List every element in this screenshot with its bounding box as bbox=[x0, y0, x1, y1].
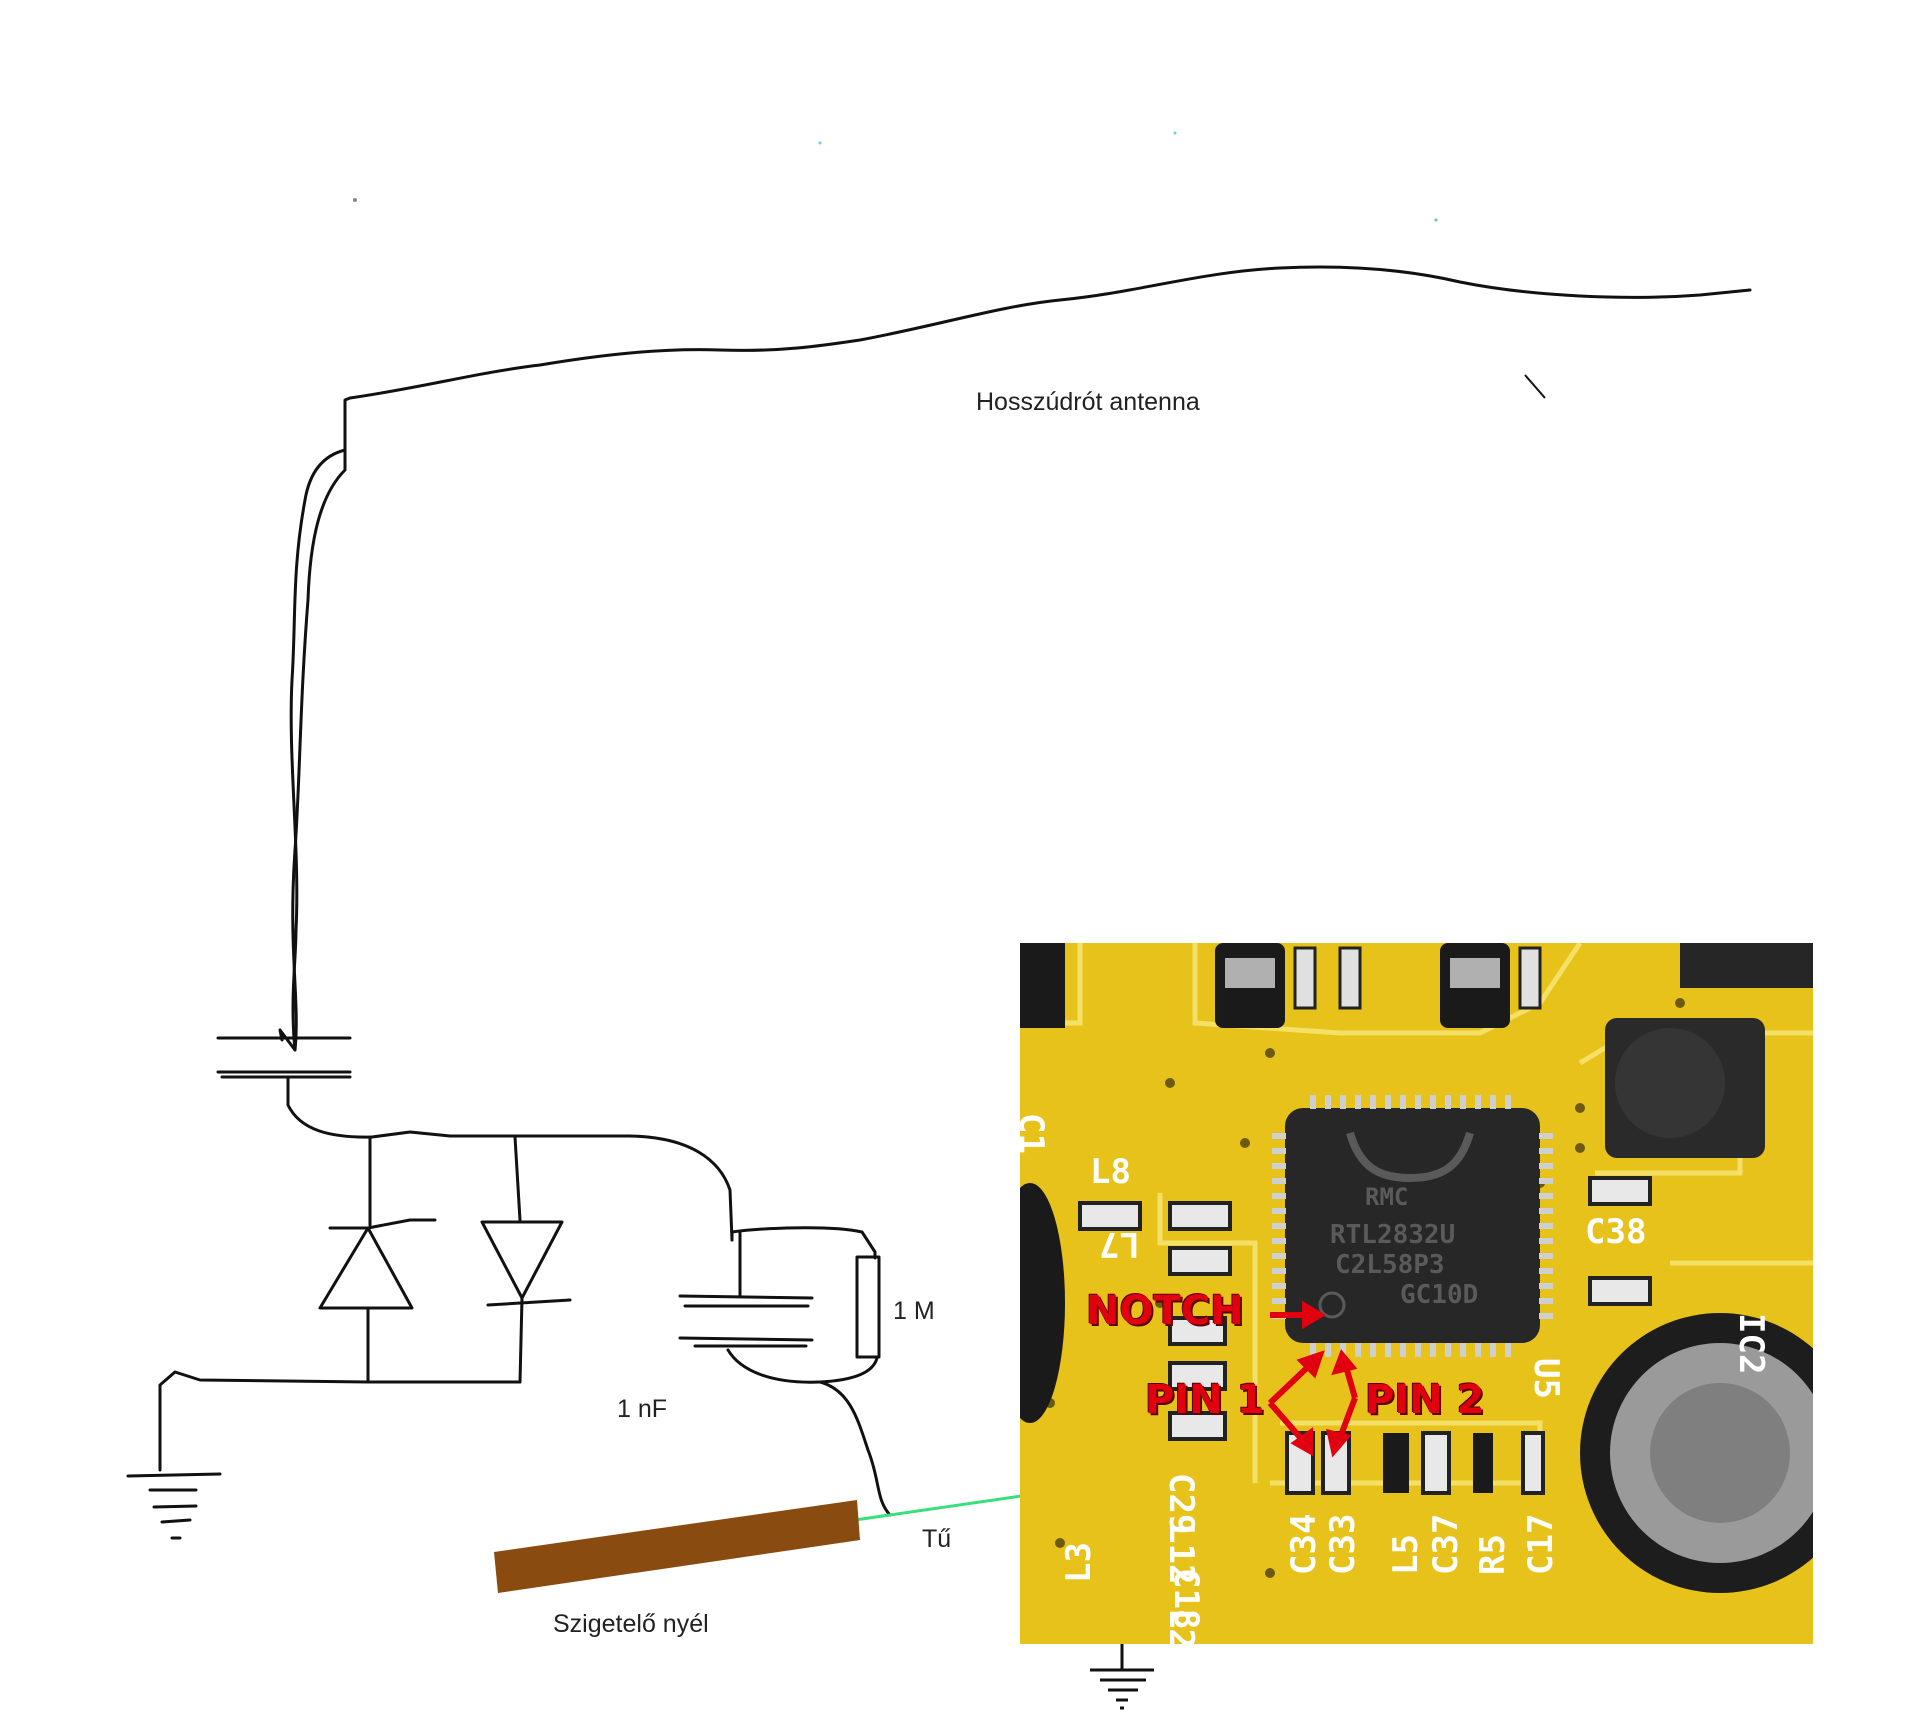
diode-bar bbox=[486, 1298, 572, 1307]
nf-plate-1 bbox=[678, 1294, 814, 1300]
chip-line-3: GC10D bbox=[1400, 1280, 1478, 1310]
needle-label: Tű bbox=[922, 1525, 952, 1553]
svg-text:C38: C38 bbox=[1585, 1212, 1646, 1252]
svg-text:C18: C18 bbox=[1166, 1568, 1206, 1629]
pin2-callout: PIN 2 bbox=[1365, 1377, 1485, 1423]
notch-callout: NOTCH bbox=[1086, 1288, 1244, 1334]
insulated-handle bbox=[494, 1500, 860, 1593]
svg-text:C33: C33 bbox=[1323, 1514, 1363, 1575]
resistor-label: 1 M bbox=[893, 1297, 935, 1325]
chip-line-1: RTL2832U bbox=[1330, 1220, 1455, 1250]
pin1-callout: PIN 1 bbox=[1145, 1377, 1265, 1423]
pcb-ground-symbol bbox=[1090, 1642, 1154, 1710]
antenna-label: Hosszúdrót antenna bbox=[976, 388, 1200, 416]
diode bbox=[480, 1220, 564, 1300]
svg-text:C29: C29 bbox=[1161, 1473, 1201, 1534]
svg-text:C17: C17 bbox=[1521, 1514, 1561, 1575]
zener-diode bbox=[318, 1226, 414, 1310]
svg-text:L12: L12 bbox=[1161, 1523, 1201, 1584]
callout-arrows bbox=[1267, 1300, 1358, 1458]
pcb-photo: RMC RTL2832U C2L58P3 GC10D C34 C33 L5 bbox=[1020, 943, 1813, 1644]
svg-text:L7: L7 bbox=[1099, 1224, 1140, 1264]
capacitor-label: 1 nF bbox=[617, 1395, 668, 1423]
diode-branch-top bbox=[513, 1135, 522, 1222]
antenna-lead bbox=[289, 448, 347, 1052]
svg-text:C1: C1 bbox=[1020, 1113, 1051, 1154]
rc-bottom-wire bbox=[726, 1348, 879, 1384]
antenna-wire bbox=[278, 265, 1752, 1052]
svg-text:R5: R5 bbox=[1473, 1534, 1513, 1575]
nf-plate-2 bbox=[678, 1336, 814, 1342]
svg-text:L5: L5 bbox=[1386, 1534, 1426, 1575]
svg-text:L8: L8 bbox=[1090, 1152, 1131, 1192]
svg-text:IC2: IC2 bbox=[1731, 1313, 1771, 1374]
ground-bus bbox=[158, 1370, 522, 1472]
resistor-1m bbox=[855, 1255, 881, 1359]
chip-logo: RMC bbox=[1365, 1183, 1408, 1211]
diode-branch-bottom bbox=[518, 1296, 524, 1384]
bus-wire bbox=[286, 1075, 734, 1242]
svg-text:U5: U5 bbox=[1526, 1358, 1566, 1399]
zener-bar bbox=[328, 1218, 437, 1230]
ground-line-1 bbox=[126, 1472, 222, 1478]
rtl2832u-chip: RMC RTL2832U C2L58P3 GC10D bbox=[1272, 1095, 1553, 1357]
svg-text:C37: C37 bbox=[1426, 1514, 1466, 1575]
svg-text:L2: L2 bbox=[1161, 1608, 1201, 1644]
notch-marker bbox=[1318, 1291, 1346, 1319]
handle-label: Szigetelő nyél bbox=[553, 1610, 709, 1638]
rc-top-wire bbox=[730, 1226, 877, 1260]
svg-text:L3: L3 bbox=[1059, 1542, 1099, 1583]
svg-text:C34: C34 bbox=[1284, 1514, 1324, 1575]
chip-line-2: C2L58P3 bbox=[1335, 1250, 1445, 1280]
needle-lead bbox=[818, 1380, 892, 1517]
